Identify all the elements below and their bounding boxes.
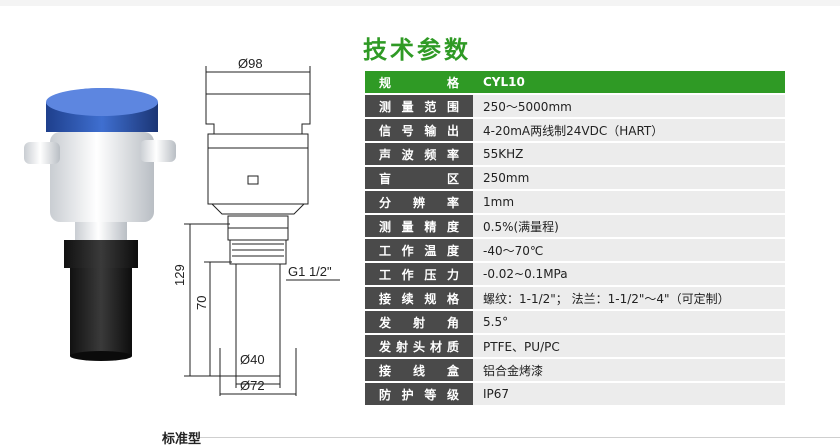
spec-value: 5.5° [473, 310, 785, 335]
spec-key: 测量精度 [365, 214, 473, 239]
dim-d72: Ø72 [240, 378, 265, 393]
dim-d98: Ø98 [238, 56, 263, 71]
section-title: 技术参数 [363, 36, 471, 64]
product-photo [24, 88, 176, 361]
spec-key: 发射头材质 [365, 334, 473, 359]
spec-value: 4-20mA两线制24VDC（HART） [473, 118, 785, 143]
spec-value: CYL10 [473, 71, 785, 95]
spec-key: 声波频率 [365, 142, 473, 167]
caption-divider [200, 437, 840, 438]
spec-value: 0.5%(满量程) [473, 214, 785, 239]
spec-key: 接续规格 [365, 286, 473, 311]
dim-thread: G1 1/2" [288, 264, 332, 279]
spec-value: 铝合金烤漆 [473, 358, 785, 383]
spec-key: 接线盒 [365, 358, 473, 383]
spec-value: PTFE、PU/PC [473, 334, 785, 359]
spec-row: 接线盒铝合金烤漆 [365, 358, 785, 383]
spec-key: 规格 [365, 71, 473, 95]
top-border [0, 0, 840, 6]
spec-key: 分辨率 [365, 190, 473, 215]
spec-key: 发射角 [365, 310, 473, 335]
spec-key: 工作温度 [365, 238, 473, 263]
spec-value: -0.02~0.1MPa [473, 262, 785, 287]
dim-h129: 129 [172, 264, 187, 286]
spec-value: 55KHZ [473, 142, 785, 167]
dim-h70: 70 [194, 296, 209, 310]
spec-value: 1mm [473, 190, 785, 215]
spec-value: -40～70℃ [473, 238, 785, 263]
spec-value: 螺纹：1-1/2"； 法兰：1-1/2"～4"（可定制） [473, 286, 785, 311]
product-caption: 标准型 [162, 432, 202, 447]
spec-value: IP67 [473, 382, 785, 407]
spec-key: 工作压力 [365, 262, 473, 287]
dim-d40: Ø40 [240, 352, 265, 367]
spec-row: 接续规格螺纹：1-1/2"； 法兰：1-1/2"～4"（可定制） [365, 286, 785, 311]
dimension-drawing: Ø98 G1 1/2" 129 70 Ø40 Ø72 [172, 56, 340, 396]
spec-key: 测量范围 [365, 94, 473, 119]
spec-row: 工作温度-40～70℃ [365, 238, 785, 263]
spec-row: 工作压力-0.02~0.1MPa [365, 262, 785, 287]
spec-key: 防护等级 [365, 382, 473, 407]
spec-value: 250～5000mm [473, 94, 785, 119]
spec-value: 250mm [473, 166, 785, 191]
spec-key: 信号输出 [365, 118, 473, 143]
spec-key: 盲区 [365, 166, 473, 191]
